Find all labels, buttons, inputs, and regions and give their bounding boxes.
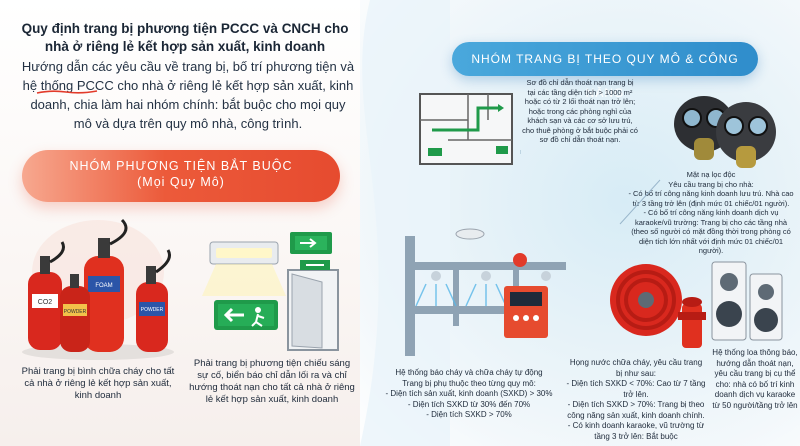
fire-hydrant xyxy=(678,297,706,348)
smoke-detector xyxy=(455,228,485,240)
emergency-light-fixture xyxy=(202,241,286,296)
pipe-network xyxy=(405,236,566,356)
exit-running-man-sign-top xyxy=(290,232,332,254)
speaker-system-illustration xyxy=(711,261,783,341)
speaker-right xyxy=(749,273,783,341)
gas-mask-caption-text: Mặt nạ lọc độc Yêu cầu trang bị cho nhà:… xyxy=(628,170,794,255)
emergency-light-exit-illustration xyxy=(202,232,339,351)
svg-text:POWDER: POWDER xyxy=(64,309,87,315)
evacuation-diagram-illustration xyxy=(419,93,513,165)
emergency-lighting-caption: Phải trang bị phương tiện chiếu sáng sự … xyxy=(189,358,355,405)
speaker-system-caption: Hệ thống loa thông báo, hướng dẫn thoát … xyxy=(712,348,798,410)
gas-masks-illustration xyxy=(674,96,776,168)
gas-mask-caption: Mặt nạ lọc độc Yêu cầu trang bị cho nhà:… xyxy=(626,170,796,256)
evacuation-diagram-caption: Sơ đồ chỉ dẫn thoát nạn trang bị tại các… xyxy=(522,78,638,144)
speaker-left xyxy=(711,261,747,341)
alarm-system-caption-text: Hệ thống báo cháy và chữa cháy tự động T… xyxy=(385,368,553,419)
alarm-system-caption: Hệ thống báo cháy và chữa cháy tự động T… xyxy=(384,368,554,421)
sprinkler-heads xyxy=(431,271,551,281)
svg-text:CO2: CO2 xyxy=(38,299,53,306)
extinguisher-co2: CO2 xyxy=(28,241,65,350)
mandatory-heading-line1: NHÓM PHƯƠNG TIỆN BẮT BUỘC xyxy=(69,159,293,173)
exit-arrow-sign xyxy=(214,300,278,330)
svg-text:FOAM: FOAM xyxy=(95,283,112,289)
fire-hose-caption-text: Họng nước chữa cháy, yêu cầu trang bị nh… xyxy=(566,358,706,441)
extinguisher-powder-left: POWDER xyxy=(60,274,90,352)
sprinkler-alarm-system-illustration xyxy=(405,228,566,356)
scale-group-heading: NHÓM TRANG BỊ THEO QUY MÔ & CÔNG NĂNG xyxy=(452,42,758,100)
page-title: Quy định trang bị phương tiện PCCC và CN… xyxy=(21,21,349,54)
svg-text:POWDER: POWDER xyxy=(141,307,164,313)
red-underline-decoration xyxy=(36,90,98,94)
left-panel-background xyxy=(0,0,380,446)
gas-mask-right xyxy=(716,102,776,168)
mandatory-group-heading: NHÓM PHƯƠNG TIỆN BẮT BUỘC (Mọi Quy Mô) xyxy=(22,150,340,202)
fire-extinguishers-illustration: CO2 FOAM POWDER POWDER xyxy=(22,218,174,360)
fire-hose-reel xyxy=(610,264,682,336)
alarm-bell xyxy=(513,253,527,267)
fire-hose-hydrant-illustration xyxy=(610,264,706,348)
mandatory-heading-line2: (Mọi Quy Mô) xyxy=(137,175,225,189)
fire-alarm-control-panel xyxy=(504,286,548,338)
extinguisher-powder-right: POWDER xyxy=(136,249,171,352)
connector-lines xyxy=(520,150,661,225)
fire-hose-caption: Họng nước chữa cháy, yêu cầu trang bị nh… xyxy=(566,358,706,442)
extinguisher-caption: Phải trang bị bình chữa cháy cho tất cả … xyxy=(21,366,175,401)
extinguisher-foam: FOAM xyxy=(84,218,128,352)
intro-text: Hướng dẫn các yêu cầu về trang bị, bố tr… xyxy=(21,59,355,131)
exit-door xyxy=(287,260,339,351)
